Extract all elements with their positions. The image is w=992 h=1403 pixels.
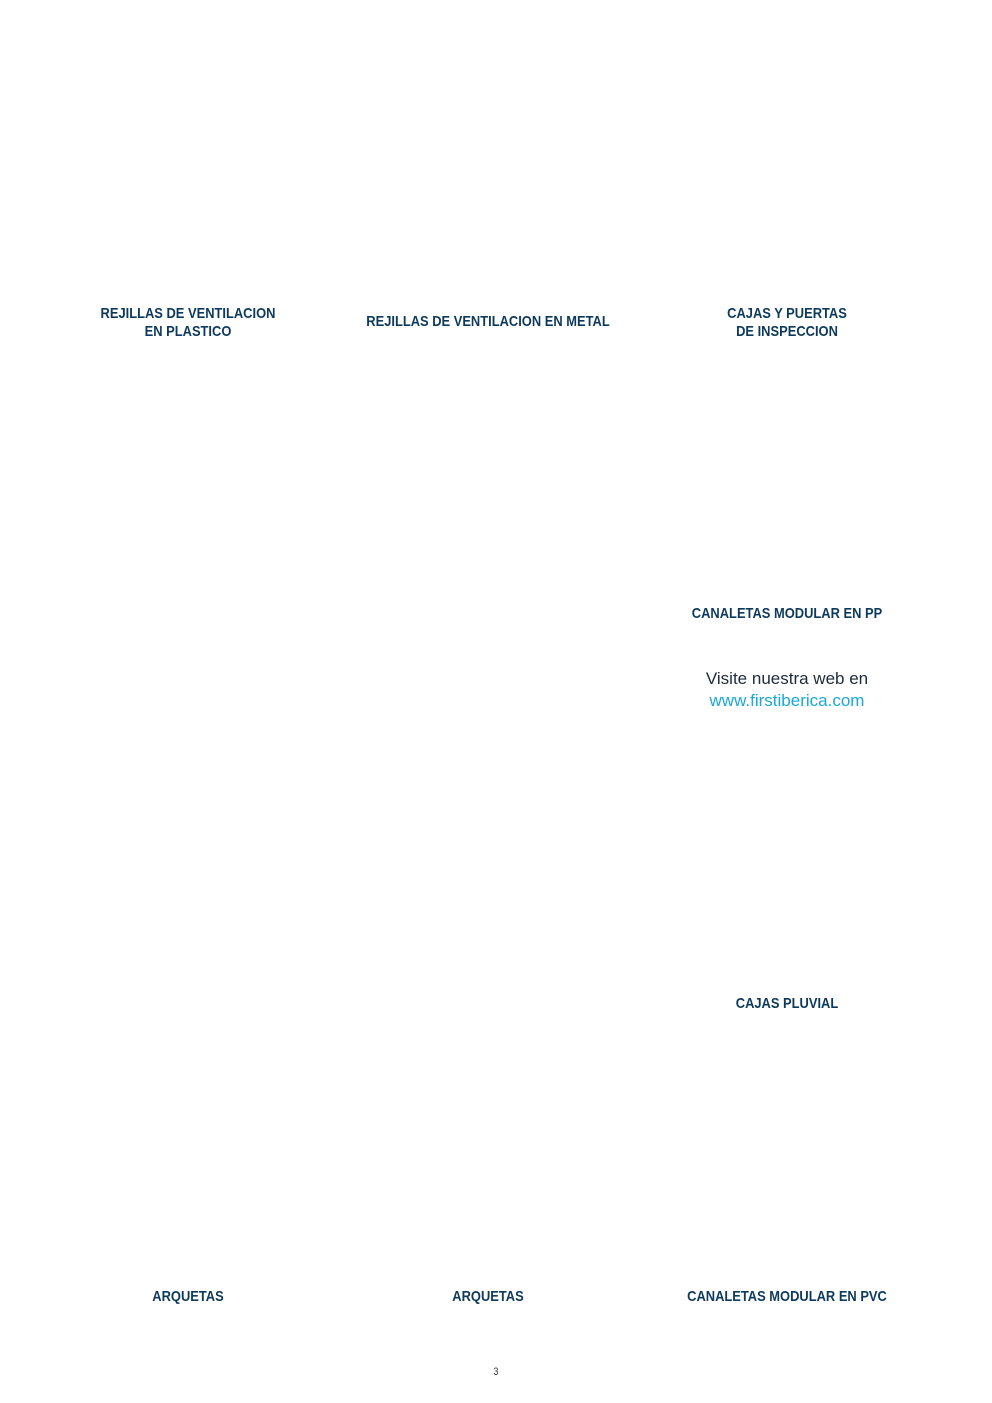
page-number: 3 — [493, 1366, 499, 1378]
caption-line: REJILLAS DE VENTILACION — [100, 305, 276, 322]
caption-line: DE INSPECCION — [736, 323, 838, 340]
caption-canaletas-pp: CANALETAS MODULAR EN PP — [658, 605, 916, 623]
website-text: Visite nuestra web en — [705, 669, 869, 688]
caption-cajas-pluvial: CAJAS PLUVIAL — [658, 995, 916, 1013]
caption-line: CAJAS Y PUERTAS — [727, 305, 847, 322]
caption-cajas-puertas: CAJAS Y PUERTAS DE INSPECCION — [658, 305, 916, 341]
caption-line: EN PLASTICO — [144, 323, 232, 340]
caption-line: ARQUETAS — [452, 1288, 524, 1305]
caption-line: CANALETAS MODULAR EN PVC — [687, 1288, 887, 1305]
caption-line: CANALETAS MODULAR EN PP — [691, 605, 883, 622]
caption-arquetas-1: ARQUETAS — [59, 1288, 317, 1306]
caption-line: CAJAS PLUVIAL — [735, 995, 839, 1012]
caption-arquetas-2: ARQUETAS — [359, 1288, 617, 1306]
caption-line: REJILLAS DE VENTILACION EN METAL — [366, 313, 610, 330]
caption-rejillas-plastico: REJILLAS DE VENTILACION EN PLASTICO — [59, 305, 317, 341]
caption-canaletas-pvc: CANALETAS MODULAR EN PVC — [658, 1288, 916, 1306]
website-link[interactable]: www.firstiberica.com — [709, 691, 865, 710]
website-block: Visite nuestra web en www.firstiberica.c… — [637, 668, 937, 712]
caption-rejillas-metal: REJILLAS DE VENTILACION EN METAL — [359, 313, 617, 331]
caption-line: ARQUETAS — [152, 1288, 224, 1305]
